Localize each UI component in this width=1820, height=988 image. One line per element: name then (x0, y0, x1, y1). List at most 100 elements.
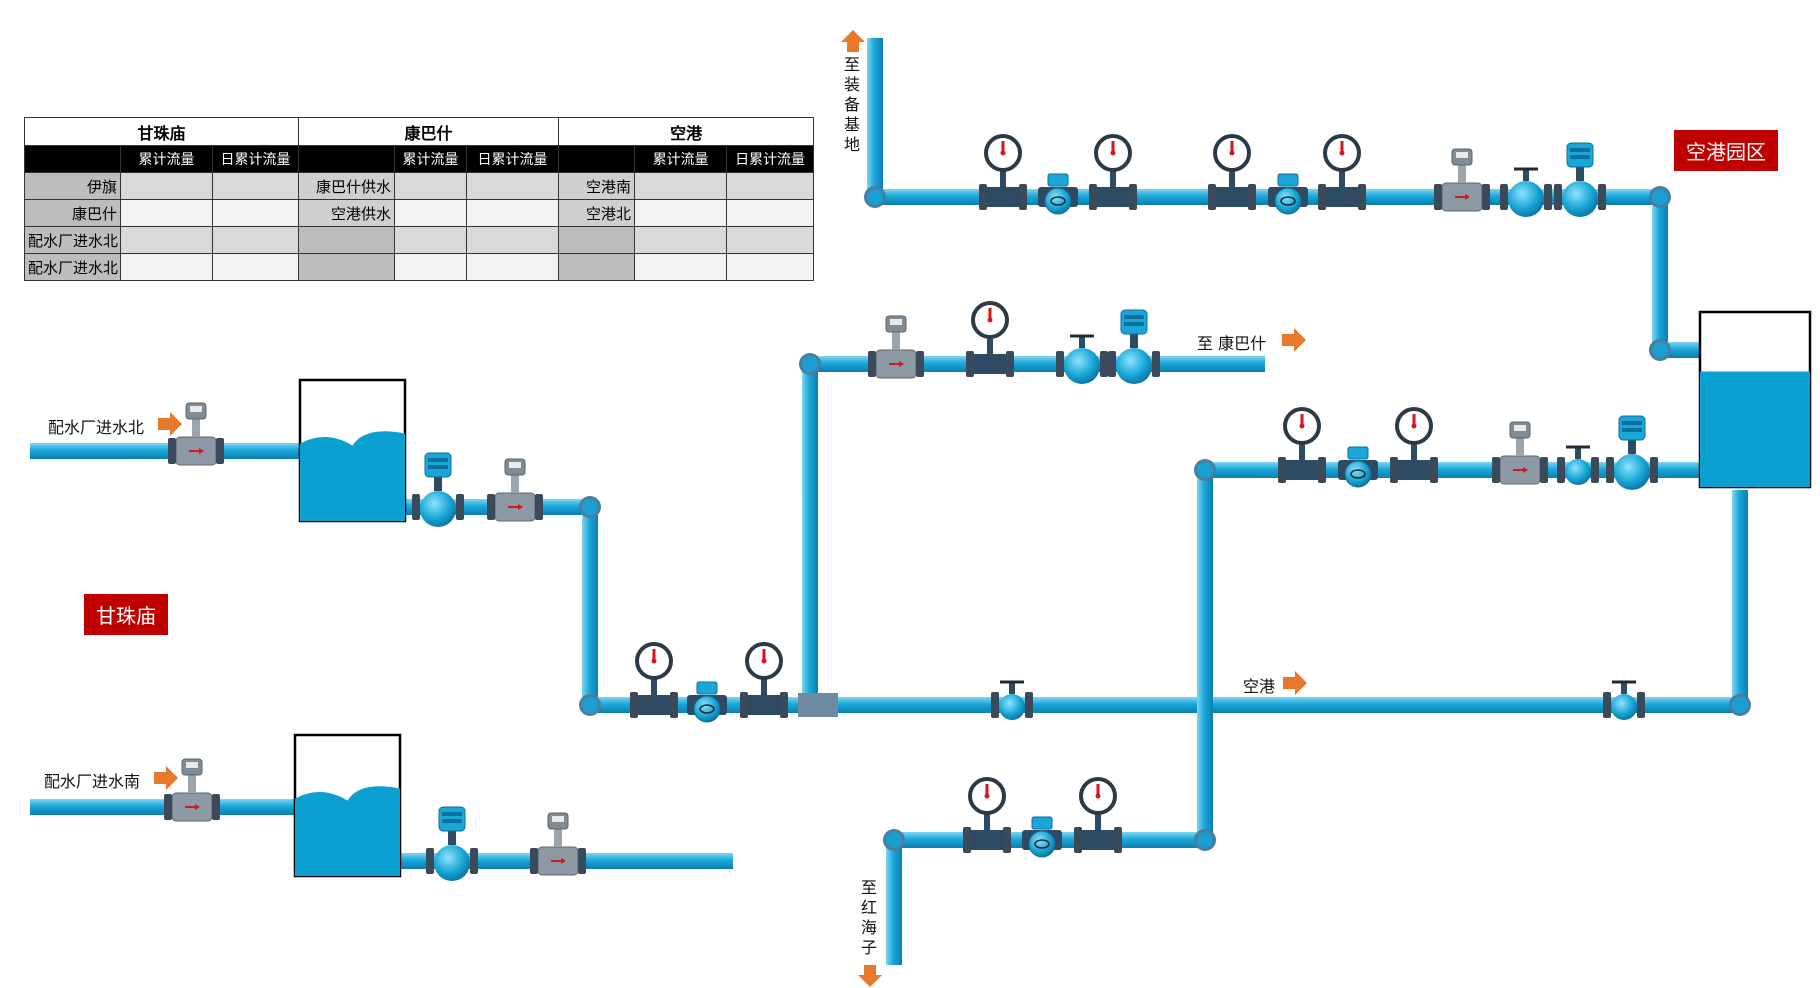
pressure-gauge-icon (1283, 407, 1321, 480)
pipe-flange (1152, 351, 1160, 377)
gauge-base (746, 695, 782, 715)
blank-cell (558, 226, 636, 254)
electric-valve-icon (1614, 415, 1650, 490)
column-header: 日累计流量 (211, 145, 300, 173)
gauge-stem (1095, 810, 1101, 832)
pressure-gauge-icon (745, 642, 783, 715)
pipe-flange (1591, 457, 1599, 483)
pipe-flange (578, 848, 586, 874)
gauge-base (1324, 187, 1360, 207)
pipe-flange (1492, 457, 1500, 483)
water-meter-icon (1022, 816, 1062, 858)
gauge-pivot (1095, 793, 1101, 799)
gate-valve-icon (1565, 445, 1591, 485)
pipe-flange (426, 848, 434, 874)
gauge-base (969, 830, 1005, 850)
actuator-stem (1628, 438, 1636, 454)
gauge-pivot (1339, 150, 1345, 156)
blank-cell (558, 253, 636, 281)
water-meter-icon (1268, 173, 1308, 215)
pipe-flange (740, 692, 748, 718)
pipe-elbow-core (1732, 697, 1748, 713)
pressure-gauge-icon (984, 134, 1022, 207)
pipe-flange (1100, 351, 1108, 377)
group-header: 甘珠庙 (23, 117, 300, 146)
actuator-stem (448, 829, 456, 845)
actuator-stem (434, 475, 442, 491)
to-equipment-base-label: 至装备基地 (843, 55, 860, 154)
value-cell (211, 253, 300, 281)
flowmeter-icon (1499, 421, 1541, 485)
pipe-flange (1434, 184, 1442, 210)
valve-body (1116, 348, 1152, 384)
pipe-elbow-core (1652, 189, 1668, 205)
pipe-flange (1482, 184, 1490, 210)
pipe-flange (1318, 457, 1326, 483)
pipe-flange (168, 438, 176, 464)
pipe-flange (1025, 692, 1033, 718)
gauge-pivot (761, 658, 767, 664)
pipe-flange (1603, 692, 1611, 718)
flowmeter-display (190, 406, 202, 412)
direction-arrow-icon (1282, 328, 1306, 352)
meter-dial (1344, 460, 1372, 488)
flowmeter-neck (892, 330, 900, 350)
actuator-fins (1622, 428, 1642, 432)
gauge-base (1080, 830, 1116, 850)
actuator-fins (428, 458, 448, 462)
valve-body (1614, 454, 1650, 490)
gauge-base (972, 354, 1008, 374)
flowmeter-display (1456, 152, 1468, 158)
meter-dial (1044, 187, 1072, 215)
actuator-fins (442, 819, 462, 823)
pipe-flange (1650, 457, 1658, 483)
water-meter-icon (1038, 173, 1078, 215)
pressure-gauge-icon (1079, 777, 1117, 850)
row-label: 空港南 (558, 172, 636, 200)
meter-top (696, 681, 718, 695)
gauge-stem (984, 810, 990, 832)
electric-valve-icon (1562, 142, 1598, 217)
gauge-stem (987, 334, 993, 356)
pipe-flange (1544, 184, 1552, 210)
value-cell (120, 226, 213, 254)
tank-water (295, 786, 400, 876)
value-cell (726, 199, 815, 227)
pipe-flange (1390, 457, 1398, 483)
water-meter-icon (1338, 446, 1378, 488)
flowmeter-neck (1458, 163, 1466, 183)
pipe-segment (30, 443, 300, 459)
pipe-elbow-core (582, 697, 598, 713)
pipe-flange (1056, 351, 1064, 377)
inlet-north-label: 配水厂进水北 (48, 418, 145, 437)
flowmeter-icon (875, 315, 917, 379)
gauge-base (1214, 187, 1250, 207)
pipe-flange (1500, 184, 1508, 210)
meter-top (1047, 173, 1069, 187)
pipe-flange (963, 827, 971, 853)
meter-window (699, 704, 715, 714)
flowmeter-icon (494, 458, 536, 522)
pipe-segment (1732, 490, 1748, 705)
valve-body (1064, 348, 1100, 384)
pipe-segment (810, 697, 1740, 713)
pipe-flange (991, 692, 999, 718)
gauge-pivot (984, 793, 990, 799)
to-konggang-label: 空港 (1243, 677, 1276, 696)
value-cell (394, 172, 468, 200)
meter-window (1280, 196, 1296, 206)
pipe-flange (1006, 351, 1014, 377)
water-tank (293, 733, 402, 878)
meter-window (1050, 196, 1066, 206)
table-row: 配水厂进水北 (24, 253, 815, 281)
direction-arrow-icon (158, 412, 182, 436)
pressure-gauge-icon (635, 642, 673, 715)
valve-stem (1621, 682, 1627, 694)
water-tank (1698, 310, 1812, 489)
water-tank (298, 378, 407, 523)
value-cell (466, 199, 560, 227)
valve-body (1508, 181, 1544, 217)
pipe-tee (798, 693, 838, 717)
area-badge-ganzhumiao: 甘珠庙 (84, 594, 168, 635)
gate-valve-icon (1611, 680, 1637, 720)
